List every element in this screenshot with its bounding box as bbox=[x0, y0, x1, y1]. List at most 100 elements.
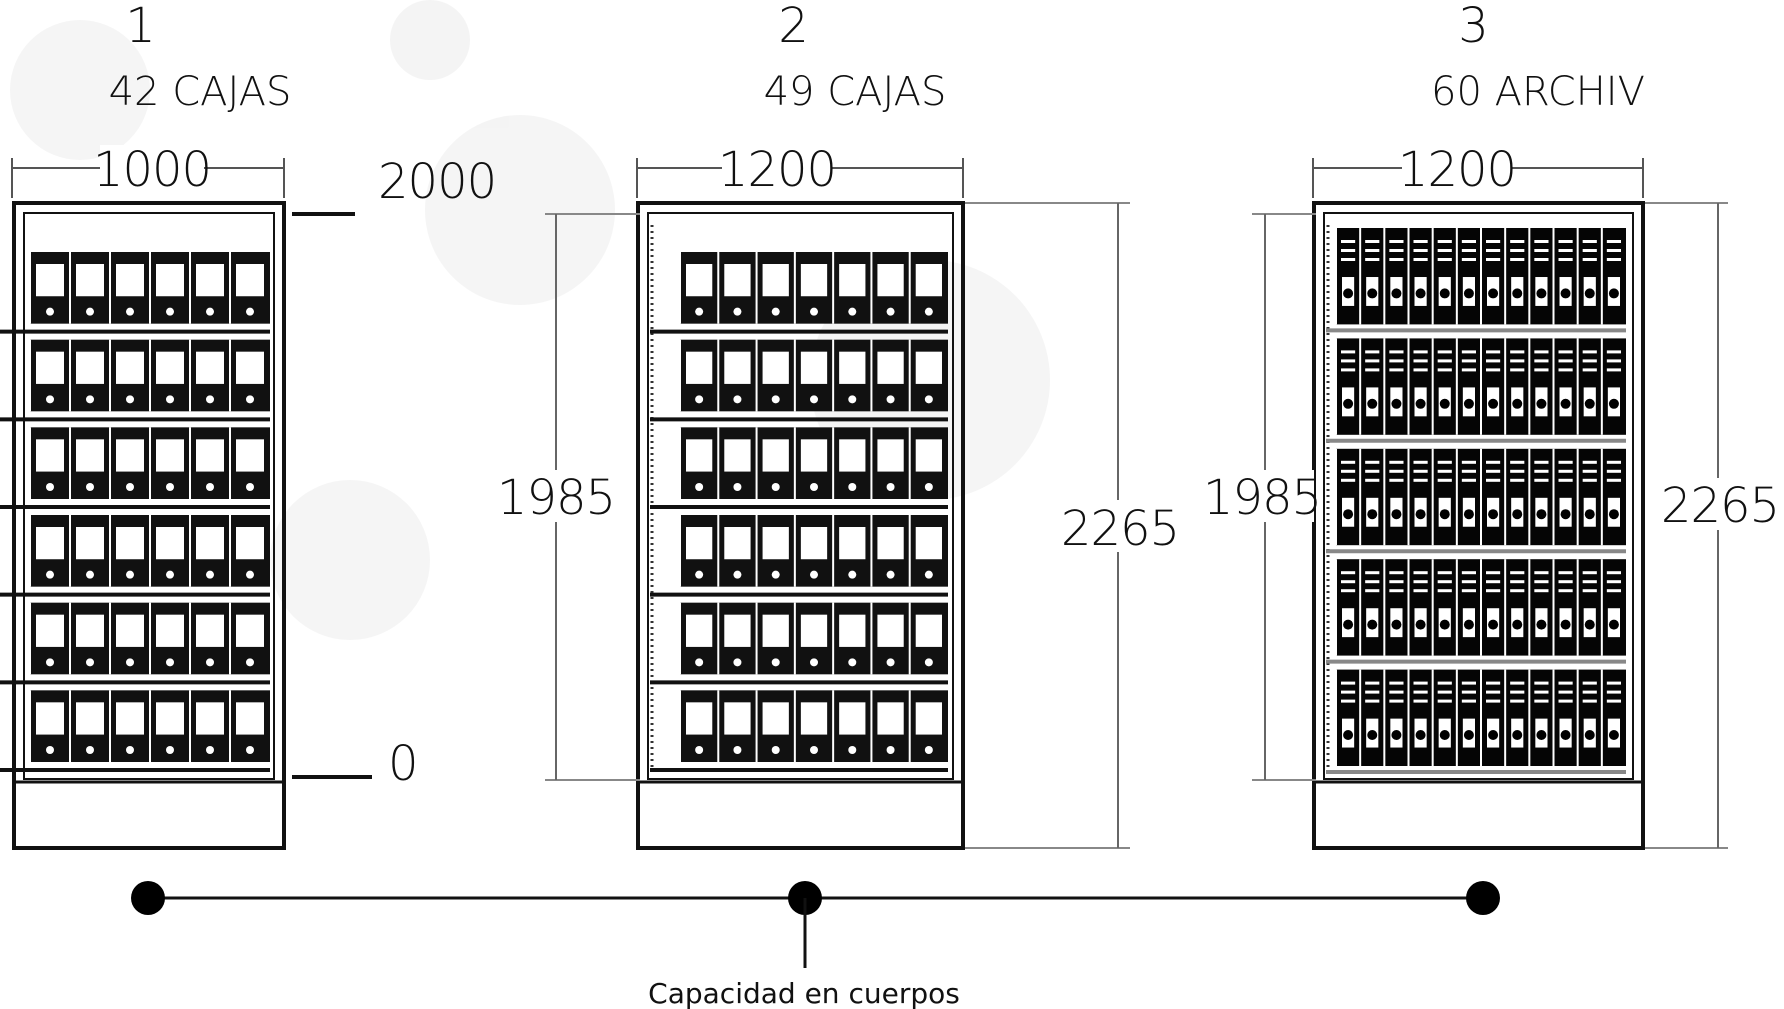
binder-stripe bbox=[1510, 699, 1525, 703]
unit-1-number: 1 bbox=[125, 0, 155, 54]
box-label-window bbox=[36, 702, 64, 735]
unit-2-cabinet bbox=[636, 201, 965, 850]
unit-1-width-dimension: 1000 bbox=[11, 142, 285, 198]
binder-stripe bbox=[1510, 681, 1525, 685]
box-handle bbox=[695, 307, 704, 316]
box-label-window bbox=[116, 351, 144, 384]
box-label-window bbox=[686, 351, 713, 384]
box-handle bbox=[126, 483, 134, 491]
box-handle bbox=[848, 483, 857, 491]
box-handle bbox=[886, 307, 895, 316]
box-handle bbox=[166, 570, 174, 579]
box-label-window bbox=[800, 264, 828, 297]
box-label-window bbox=[686, 439, 713, 472]
binder-stripe bbox=[1606, 258, 1621, 261]
binder-stripe bbox=[1437, 240, 1452, 243]
binder-stripe bbox=[1437, 258, 1452, 261]
binder-stripe bbox=[1437, 249, 1452, 252]
binder-ring bbox=[1560, 288, 1571, 299]
unit-3-number: 3 bbox=[1458, 0, 1488, 54]
unit-1-width-label: 1000 bbox=[93, 142, 211, 198]
binder-ring bbox=[1512, 619, 1523, 630]
binder-stripe bbox=[1341, 699, 1356, 703]
binder-stripe bbox=[1389, 350, 1404, 354]
box-handle bbox=[886, 483, 895, 491]
binder-stripe bbox=[1389, 681, 1404, 685]
box-label-window bbox=[800, 439, 828, 472]
box-handle bbox=[924, 746, 933, 754]
binder-stripe bbox=[1486, 699, 1501, 703]
box-label-window bbox=[36, 614, 64, 647]
binder-stripe bbox=[1365, 699, 1380, 703]
binder-stripe bbox=[1341, 690, 1356, 694]
box-label-window bbox=[915, 527, 942, 560]
binder-stripe bbox=[1510, 478, 1525, 482]
box-label-window bbox=[116, 264, 144, 297]
binder-stripe bbox=[1558, 258, 1573, 261]
binder-ring bbox=[1463, 509, 1474, 520]
box-label-window bbox=[236, 614, 264, 647]
binder-stripe bbox=[1510, 460, 1525, 464]
binder-stripe bbox=[1534, 249, 1549, 252]
box-handle bbox=[810, 746, 818, 754]
binder-stripe bbox=[1389, 478, 1404, 482]
box-label-window bbox=[116, 439, 144, 472]
binder-stripe bbox=[1365, 589, 1380, 593]
binder-stripe bbox=[1389, 258, 1404, 261]
binder-stripe bbox=[1437, 699, 1452, 703]
binder-stripe bbox=[1558, 589, 1573, 593]
binder-stripe bbox=[1510, 249, 1525, 252]
binder-ring bbox=[1608, 509, 1619, 520]
binder-stripe bbox=[1389, 460, 1404, 464]
box-handle bbox=[695, 570, 704, 579]
binder-stripe bbox=[1413, 368, 1428, 372]
binder-ring bbox=[1367, 730, 1378, 741]
binder-ring bbox=[1415, 730, 1426, 741]
binder-stripe bbox=[1486, 589, 1501, 593]
binder-stripe bbox=[1582, 350, 1597, 354]
box-handle bbox=[46, 570, 54, 579]
binder-ring bbox=[1488, 398, 1499, 409]
binder-stripe bbox=[1582, 580, 1597, 584]
binder-stripe bbox=[1510, 359, 1525, 363]
binder-stripe bbox=[1534, 460, 1549, 464]
box-label-window bbox=[76, 702, 104, 735]
binder-ring bbox=[1536, 288, 1547, 299]
binder-stripe bbox=[1461, 699, 1476, 703]
binder-ring bbox=[1415, 509, 1426, 520]
box-label-window bbox=[156, 351, 184, 384]
height-scale-markers: 2000 0 bbox=[292, 154, 497, 792]
box-handle bbox=[126, 307, 134, 316]
binder-stripe bbox=[1558, 240, 1573, 243]
box-label-window bbox=[196, 702, 224, 735]
binder-stripe bbox=[1486, 478, 1501, 482]
unit-3-capacity-label: 60 ARCHIV bbox=[1431, 69, 1645, 115]
binder-stripe bbox=[1461, 690, 1476, 694]
box-handle bbox=[126, 658, 134, 667]
binder-stripe bbox=[1461, 368, 1476, 372]
binder-stripe bbox=[1582, 258, 1597, 261]
binder-ring bbox=[1391, 730, 1402, 741]
binder-stripe bbox=[1413, 258, 1428, 261]
binder-stripe bbox=[1341, 580, 1356, 584]
binder-stripe bbox=[1389, 240, 1404, 243]
box-handle bbox=[46, 483, 54, 491]
binder-stripe bbox=[1365, 478, 1380, 482]
binder-stripe bbox=[1558, 359, 1573, 363]
box-label-window bbox=[839, 439, 866, 472]
binder-stripe bbox=[1437, 478, 1452, 482]
binder-ring bbox=[1488, 509, 1499, 520]
box-handle bbox=[695, 483, 704, 491]
binder-stripe bbox=[1582, 240, 1597, 243]
box-handle bbox=[46, 307, 54, 316]
binder-ring bbox=[1463, 398, 1474, 409]
box-label-window bbox=[800, 702, 828, 735]
box-label-window bbox=[196, 614, 224, 647]
box-handle bbox=[924, 307, 933, 316]
binder-stripe bbox=[1510, 350, 1525, 354]
box-label-window bbox=[76, 614, 104, 647]
box-handle bbox=[771, 483, 780, 491]
binder-stripe bbox=[1413, 350, 1428, 354]
binder-stripe bbox=[1510, 240, 1525, 243]
box-label-window bbox=[236, 351, 264, 384]
